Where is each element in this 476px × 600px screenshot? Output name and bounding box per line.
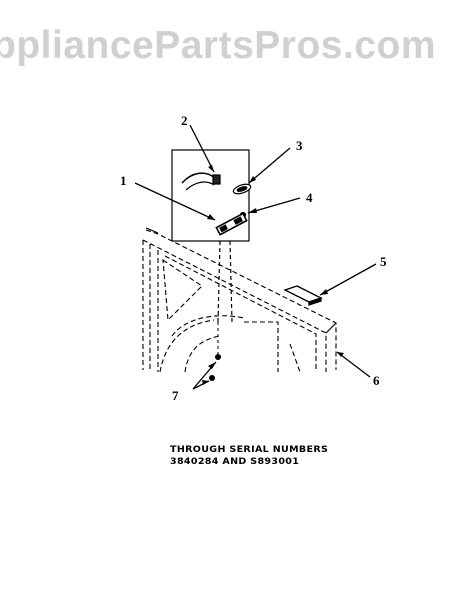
- connector-part: [212, 174, 221, 185]
- callout-2: 2: [181, 113, 188, 128]
- callout-6: 6: [373, 373, 380, 388]
- inset-frame: [171, 149, 250, 242]
- wire-harness: [181, 172, 216, 184]
- watermark-text: ppliancePartsPros.com: [0, 24, 436, 67]
- callout-4: 4: [306, 190, 313, 205]
- serial-number-caption: THROUGH SERIAL NUMBERS 3840284 AND S8930…: [170, 444, 328, 468]
- callout-3: 3: [296, 138, 303, 153]
- leader-4: [247, 197, 301, 214]
- leader-5: [319, 263, 377, 296]
- switch-bracket-part: [215, 212, 248, 236]
- cabinet-top-part: [142, 229, 337, 373]
- screws-part: [209, 354, 221, 381]
- leader-6: [336, 351, 371, 378]
- detail-inset: [171, 149, 252, 323]
- callout-5: 5: [380, 254, 387, 269]
- leader-3: [248, 147, 291, 184]
- leader-2: [189, 124, 215, 173]
- caption-line-1: THROUGH SERIAL NUMBERS: [170, 445, 329, 455]
- caption-line-2: 3840284 AND S893001: [170, 457, 300, 467]
- leader-lines: [134, 124, 377, 390]
- callout-7: 7: [172, 388, 179, 403]
- callout-1: 1: [120, 173, 127, 188]
- bracket-part: [283, 285, 323, 306]
- leader-1: [134, 182, 216, 221]
